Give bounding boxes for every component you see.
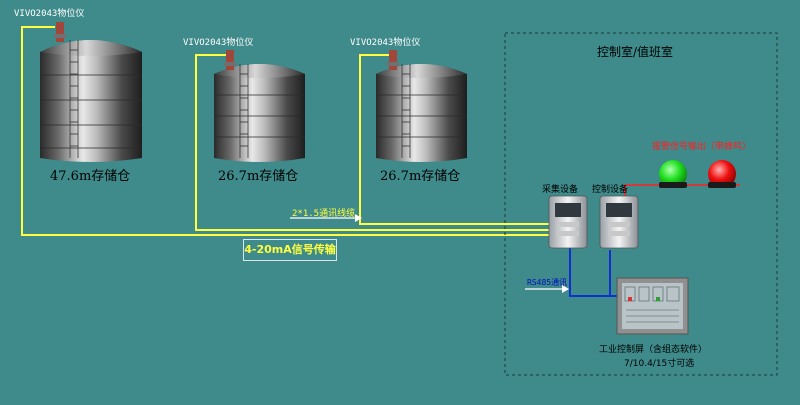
signal-transmission-label: 4-20mA信号传输 bbox=[243, 239, 337, 261]
control-room-frame bbox=[504, 32, 778, 376]
tank-1-ladder bbox=[69, 40, 79, 158]
rs485-wiring bbox=[569, 248, 617, 297]
tank-1-sensor-label: VIVO2043物位仪 bbox=[14, 9, 85, 19]
green-light-icon bbox=[659, 160, 687, 188]
tank-2-capacity-label: 26.7m存储仓 bbox=[218, 169, 299, 184]
rs485-label: RS485通讯 bbox=[527, 278, 568, 287]
tank-3-sensor-label: VIVO2043物位仪 bbox=[350, 38, 421, 48]
cable-label: 2*1.5通讯线缆 bbox=[292, 209, 356, 219]
collector-label: 采集设备 bbox=[542, 185, 579, 195]
cable-arrow bbox=[290, 214, 362, 222]
signal-wiring bbox=[21, 26, 560, 236]
radar-level-sensor-icon bbox=[224, 50, 236, 70]
tank-2-ladder bbox=[239, 64, 249, 158]
tank-3-ladder bbox=[401, 64, 411, 158]
tank-3-capacity-label: 26.7m存储仓 bbox=[380, 169, 461, 184]
tank-1 bbox=[40, 22, 142, 162]
control-room-title: 控制室/值班室 bbox=[597, 45, 674, 59]
screen-label: 工业控制屏（含组态软件） bbox=[599, 345, 708, 355]
tank-1-capacity-label: 47.6m存储仓 bbox=[50, 169, 131, 184]
screen-size-label: 7/10.4/15寸可选 bbox=[624, 359, 695, 369]
tank2-signal-line bbox=[195, 54, 560, 231]
red-light-icon bbox=[708, 160, 736, 188]
radar-level-sensor-icon bbox=[387, 50, 399, 70]
tank3-signal-line bbox=[359, 54, 560, 225]
rs485-arrow bbox=[525, 285, 569, 293]
radar-level-sensor-icon bbox=[54, 22, 66, 42]
industrial-screen-icon bbox=[616, 277, 689, 335]
controller-label: 控制设备 bbox=[592, 185, 629, 195]
collector-device-icon bbox=[548, 195, 588, 249]
tank-3 bbox=[376, 50, 467, 162]
tank1-signal-line bbox=[21, 26, 560, 236]
alarm-output-label: 报警信号输出（带蜂鸣） bbox=[652, 142, 752, 152]
controller-device-icon bbox=[599, 195, 639, 249]
tank-2 bbox=[214, 50, 305, 162]
tank-2-sensor-label: VIVO2043物位仪 bbox=[183, 38, 254, 48]
